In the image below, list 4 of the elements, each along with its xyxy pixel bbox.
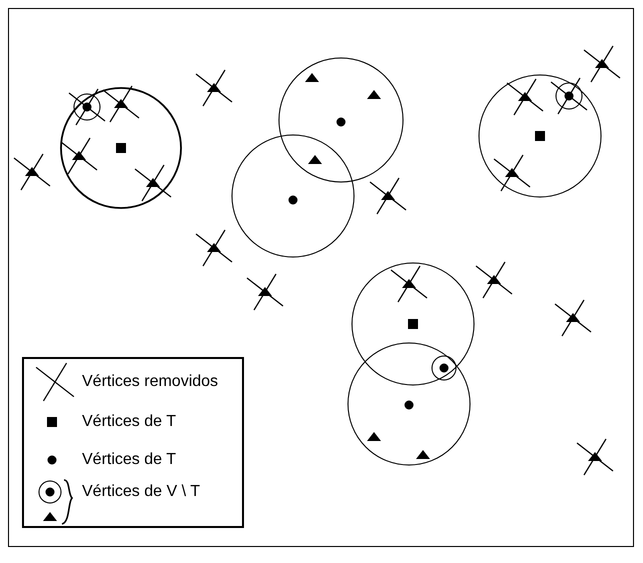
legend-label: Vértices de V \ T bbox=[82, 483, 200, 501]
legend-label: Vértices de T bbox=[82, 451, 176, 469]
legend-label: Vértices de T bbox=[82, 413, 176, 431]
legend-label: Vértices removidos bbox=[82, 373, 218, 391]
